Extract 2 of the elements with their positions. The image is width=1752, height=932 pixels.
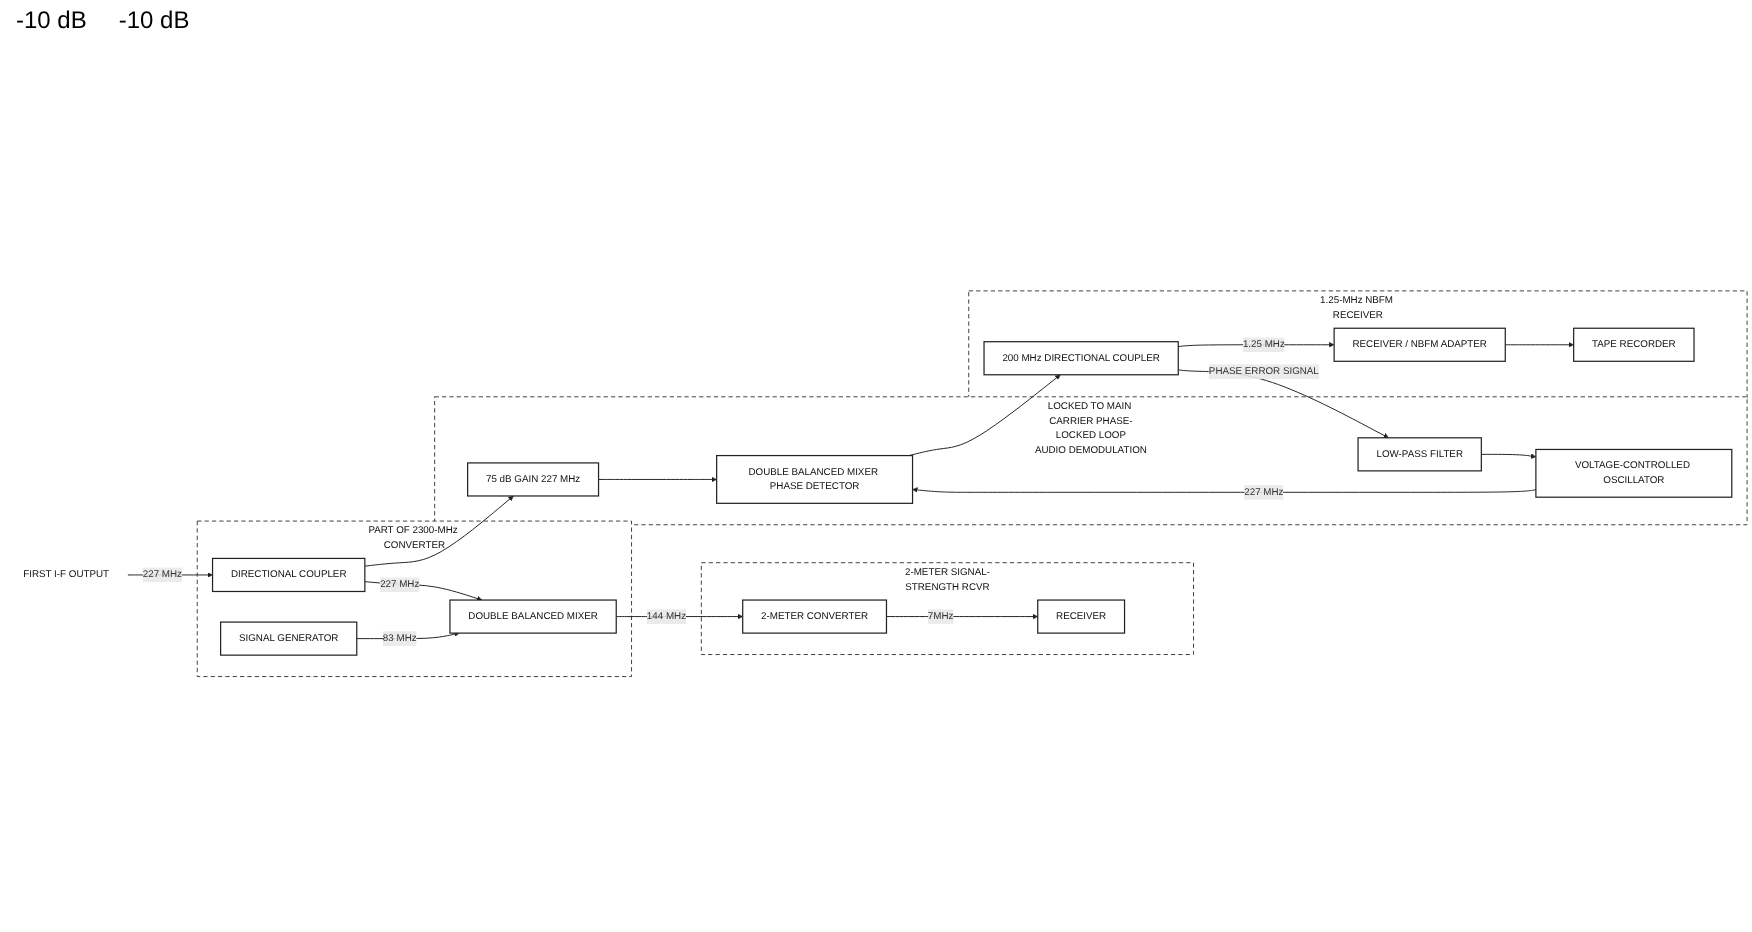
signal-level-note: -10 dB — [118, 6, 190, 38]
signal-level-note: -10 dB — [16, 6, 87, 38]
